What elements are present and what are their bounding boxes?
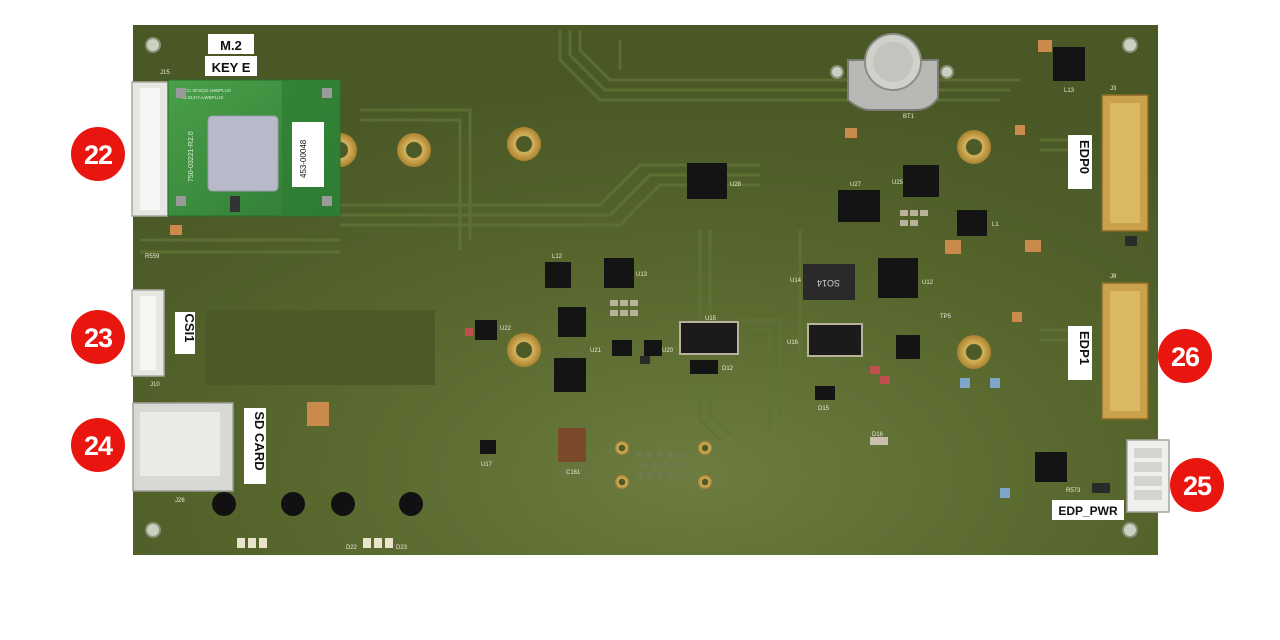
label-u25: U25 (892, 180, 904, 186)
label-tp5: TP5 (940, 314, 952, 320)
pcb-traces (140, 30, 1090, 442)
callout-25-number: 25 (1183, 471, 1212, 501)
label-l12: L12 (552, 254, 563, 260)
label-u14: U14 (790, 278, 802, 284)
label-j15: J15 (160, 70, 170, 76)
label-edp1-group: EDP1 (1068, 326, 1092, 380)
label-csi1: CSI1 (182, 314, 197, 343)
label-edp0: EDP0 (1077, 140, 1092, 174)
edp0-connector: J3 (1101, 86, 1149, 232)
label-m2: M.2 (220, 38, 242, 53)
label-csi-group: CSI1 (175, 312, 197, 354)
label-edp-pwr: EDP_PWR (1058, 504, 1118, 518)
ground-plane (205, 310, 435, 385)
label-u22: U22 (500, 326, 512, 332)
module-fcc-id: FCC ID:SQG-LWBPLUS (182, 88, 231, 93)
callout-26: 26 (1158, 329, 1212, 383)
label-j26: J26 (175, 498, 185, 504)
mounting-holes (145, 37, 1138, 538)
rf-shield (207, 115, 279, 192)
callout-26-number: 26 (1171, 342, 1200, 372)
label-u20: U20 (662, 348, 674, 354)
label-j8: J8 (1110, 274, 1117, 280)
label-u17: U17 (481, 462, 493, 468)
callout-24-number: 24 (84, 431, 113, 461)
push-buttons (212, 492, 423, 516)
label-u28: U28 (730, 182, 742, 188)
callout-25: 25 (1170, 458, 1224, 512)
callout-24: 24 (71, 418, 125, 472)
status-leds: D22 D23 (237, 538, 408, 551)
label-r573: R573 (1066, 488, 1081, 494)
passive-components (170, 40, 1137, 498)
label-u12: U12 (922, 280, 934, 286)
label-l1: L1 (992, 222, 999, 228)
label-sd-card: SD CARD (252, 411, 267, 470)
label-so14: SO14 (817, 278, 840, 288)
callout-22: 22 (71, 127, 125, 181)
m2-connector: J15 (131, 70, 170, 217)
label-d23: D23 (396, 545, 408, 551)
module-id-label: 453-00048 (299, 139, 308, 178)
callout-22-number: 22 (84, 140, 112, 170)
label-edp0-group: EDP0 (1068, 135, 1092, 189)
label-sd-group: SD CARD (244, 408, 267, 484)
label-u21: U21 (590, 348, 602, 354)
edp-pwr-connector (1126, 439, 1170, 513)
label-bt1: BT1 (903, 114, 915, 120)
sd-card-slot: J26 (132, 402, 234, 504)
ic-chips: U28 U13 L12 U22 U21 U20 U15 D12 SO14 U14… (475, 47, 1110, 494)
battery-holder: BT1 (847, 33, 939, 120)
edp1-connector: J8 (1101, 274, 1149, 420)
label-edp1: EDP1 (1077, 331, 1092, 365)
label-d15: D15 (818, 406, 830, 412)
label-u16: U16 (787, 340, 799, 346)
m2-wifi-module: 453-00048 750-03221-R2.0 FCC ID:SQG-LWBP… (167, 79, 341, 217)
through-hole-array (615, 441, 712, 489)
label-c161: C161 (566, 470, 581, 476)
label-u13: U13 (636, 272, 648, 278)
label-u15: U15 (705, 316, 717, 322)
csi-connector: J10 R559 (131, 254, 165, 388)
label-u27: U27 (850, 182, 862, 188)
label-d22: D22 (346, 545, 358, 551)
module-part-number: 750-03221-R2.0 (188, 131, 195, 182)
label-j3: J3 (1110, 86, 1117, 92)
label-key-e: KEY E (212, 60, 251, 75)
label-d12: D12 (722, 366, 734, 372)
callout-23-number: 23 (84, 323, 113, 353)
callout-23: 23 (71, 310, 125, 364)
label-m2-group: M.2 KEY E (205, 34, 257, 76)
label-edp-pwr-group: EDP_PWR (1052, 500, 1124, 520)
label-l13: L13 (1064, 88, 1075, 94)
label-j10: J10 (150, 382, 160, 388)
module-ic-id: IC:3147A-LWBPLUS (182, 95, 223, 100)
label-r559: R559 (145, 254, 160, 260)
label-d16: D16 (872, 432, 884, 438)
